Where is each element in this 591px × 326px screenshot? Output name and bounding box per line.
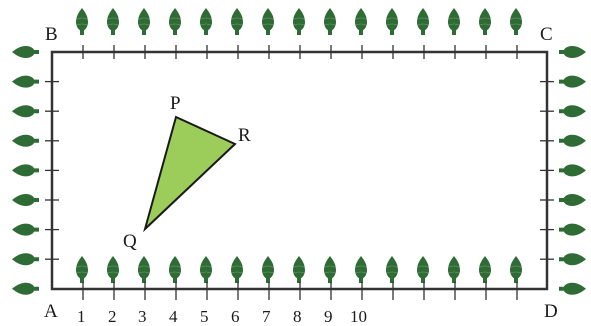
tree-icon [559,194,586,206]
axis-number-7: 7 [262,307,271,326]
tree-icon [167,255,183,284]
axis-number-5: 5 [200,307,209,326]
axis-number-8: 8 [293,307,302,326]
tree-icon [559,75,586,88]
tree-icon [136,7,152,36]
tree-icon [12,75,39,88]
vertex-label-r: R [238,125,251,146]
tree-icon [559,164,586,177]
corner-label-d: D [544,301,558,322]
grid-tick-marks [45,45,554,300]
tree-icon [167,7,183,36]
tree-icon [559,253,586,266]
tree-icon [353,7,369,36]
tree-icon [291,7,307,36]
tree-icon [384,7,400,36]
tree-icon [446,7,462,36]
tree-icon [322,7,338,36]
tree-icon [559,282,586,295]
tree-icon [12,105,39,118]
tree-icon [229,255,245,284]
tree-icon [12,223,39,236]
vertex-label-p: P [170,93,181,114]
tree-icon [260,255,276,284]
tree-icon [353,255,369,284]
tree-icon [12,134,39,147]
tree-icon [260,7,276,36]
tree-icon [198,255,214,284]
tree-icon [508,255,524,284]
axis-number-1: 1 [77,307,86,326]
corner-label-c: C [540,24,553,45]
tree-icon [415,7,431,36]
tree-icon [415,255,431,284]
tree-icon [559,223,586,236]
tree-icon [322,255,338,284]
tree-icon [559,134,586,147]
axis-number-4: 4 [169,307,178,326]
tree-icon [74,255,90,284]
axis-number-9: 9 [324,307,333,326]
vertex-label-q: Q [123,231,137,252]
tree-row-bottom [74,255,524,284]
tree-icon [477,255,493,284]
tree-icon [477,7,493,36]
field-rectangle [50,50,549,291]
tree-column-left [12,46,39,295]
tree-icon [446,255,462,284]
tree-column-right [559,46,586,295]
tree-icon [291,255,307,284]
tree-icon [105,7,121,36]
axis-number-10: 10 [350,307,367,326]
tree-row-top [74,7,524,36]
tree-icon [229,7,245,36]
tree-icon [136,255,152,284]
corner-label-b: B [45,24,58,45]
tree-icon [105,255,121,284]
tree-icon [12,194,39,206]
tree-icon [384,255,400,284]
tree-icon [12,46,39,58]
tree-icon [508,7,524,36]
corner-label-a: A [44,301,58,322]
axis-number-3: 3 [138,307,147,326]
tree-icon [74,7,90,36]
tree-icon [559,46,586,58]
tree-icon [198,7,214,36]
axis-number-6: 6 [231,307,240,326]
triangle-pqr [143,115,237,233]
tree-icon [12,282,39,295]
tree-icon [559,105,586,118]
tree-icon [12,164,39,177]
tree-icon [12,253,39,266]
axis-number-2: 2 [108,307,117,326]
